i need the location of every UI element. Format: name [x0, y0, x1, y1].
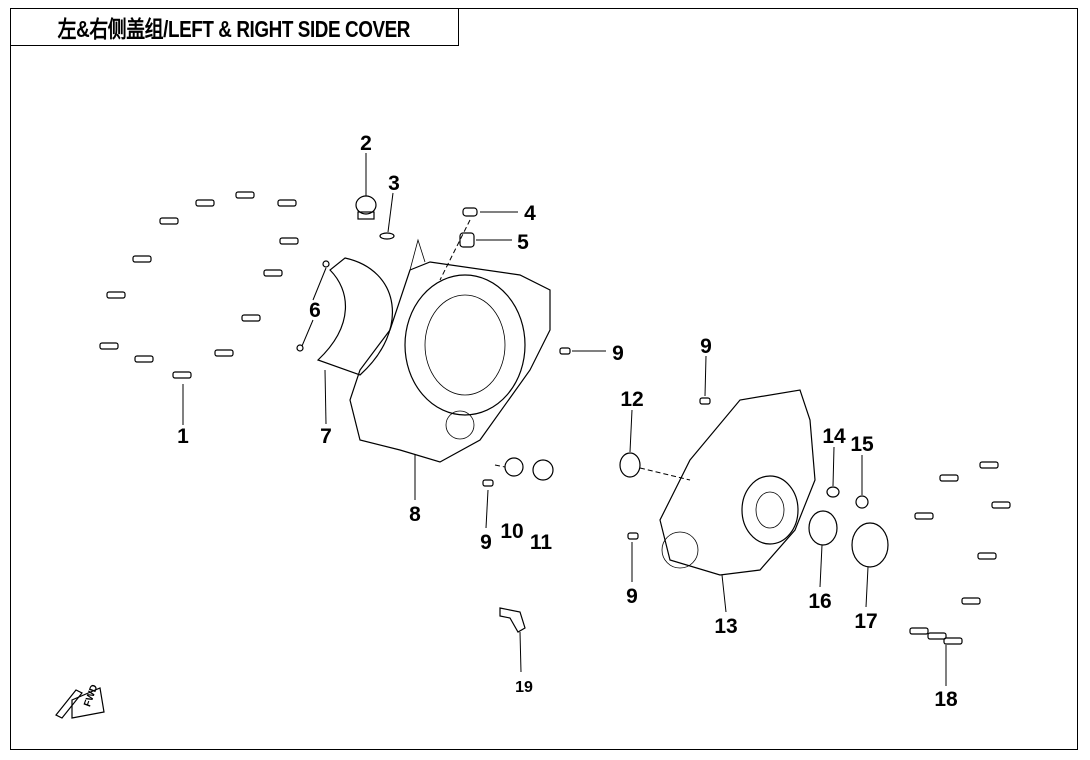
o-ring-part-16	[808, 510, 838, 546]
callout-6: 6	[309, 299, 321, 322]
callout-17: 17	[854, 610, 877, 633]
callout-7: 7	[320, 425, 332, 448]
callout-5: 5	[517, 231, 529, 254]
bolts-part-18	[909, 461, 1011, 645]
left-side-cover-part-8	[349, 238, 551, 463]
ring-part-4	[462, 207, 478, 217]
callout-9-a: 9	[612, 342, 624, 365]
callout-9-c: 9	[700, 335, 712, 358]
fwd-arrow-icon: FWD	[55, 683, 105, 719]
cap-part-17	[851, 522, 889, 568]
callout-14: 14	[822, 425, 846, 448]
callout-8: 8	[409, 503, 421, 526]
seal-part-10	[504, 457, 524, 477]
o-ring-part-12	[619, 452, 641, 478]
bracket-part-19	[499, 607, 526, 633]
callout-18: 18	[934, 688, 958, 711]
callout-4: 4	[524, 202, 536, 225]
callout-11: 11	[530, 531, 553, 554]
right-side-cover-part-13	[659, 389, 816, 576]
plug-part-15	[855, 495, 869, 509]
circlip-part-11	[532, 459, 554, 481]
o-ring-part-3	[379, 232, 395, 240]
callout-13: 13	[714, 615, 737, 638]
callout-15: 15	[850, 433, 874, 456]
o-ring-part-14	[826, 486, 840, 498]
fwd-label: FWD	[82, 683, 100, 708]
bolts-part-1	[99, 191, 299, 379]
callout-12: 12	[620, 388, 643, 411]
title-box: 左&右侧盖组/LEFT & RIGHT SIDE COVER	[10, 8, 459, 46]
callout-labels: 1 2 3 4 5 6 7 8 9 9 10 11 12 9 13 14 15 …	[177, 132, 958, 711]
callout-9-d: 9	[626, 585, 638, 608]
callout-16: 16	[808, 590, 831, 613]
leader-lines	[182, 153, 947, 686]
callout-3: 3	[388, 172, 400, 195]
callout-1: 1	[177, 425, 189, 448]
callout-10: 10	[500, 520, 523, 543]
callout-9-b: 9	[480, 531, 492, 554]
dowel-part-5	[459, 232, 475, 248]
callout-2: 2	[360, 132, 372, 155]
callout-19: 19	[515, 679, 533, 696]
page-title: 左&右侧盖组/LEFT & RIGHT SIDE COVER	[57, 15, 411, 42]
oil-cap-part-2	[355, 195, 377, 220]
guard-plate-part-7	[316, 257, 394, 376]
drawing-frame	[10, 8, 1078, 750]
